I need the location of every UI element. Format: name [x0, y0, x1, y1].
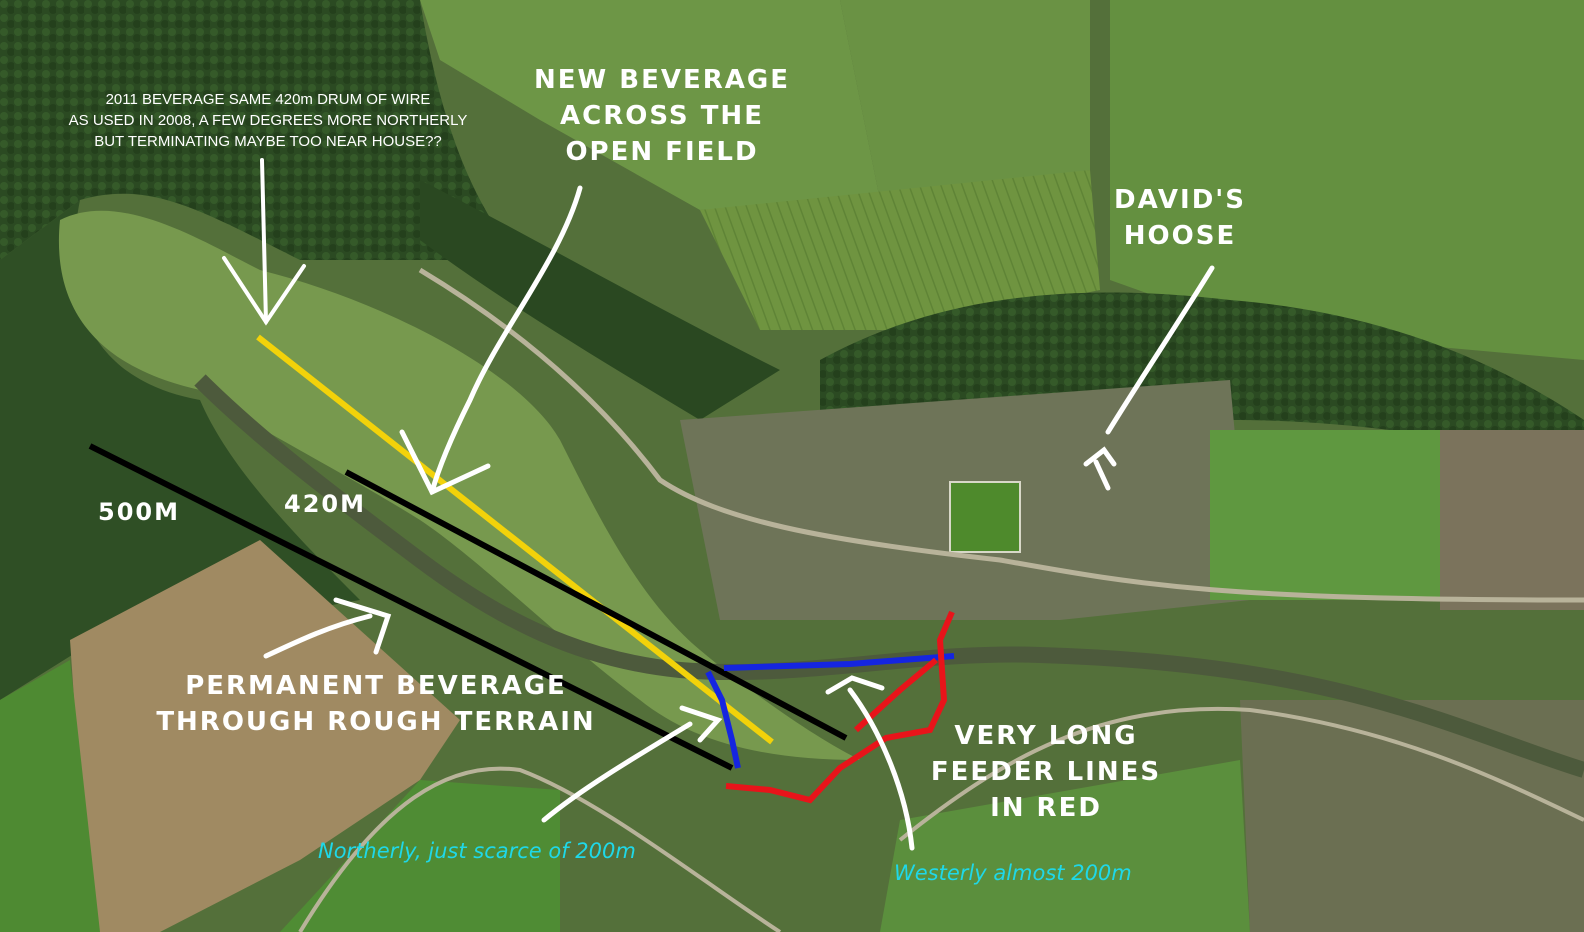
westerly-note: Westerly almost 200m — [894, 861, 1132, 885]
open-field — [58, 210, 860, 761]
blue-feeder-horizontal — [723, 653, 955, 671]
bowling-green — [949, 481, 1021, 553]
note-2011-line-1: 2011 BEVERAGE SAME 420m DRUM OF WIRE — [106, 91, 431, 108]
note-2011-line-2: AS USED IN 2008, A FEW DEGREES MORE NORT… — [69, 112, 468, 129]
permanent-beverage-line-2: THROUGH ROUGH TERRAIN — [156, 707, 595, 737]
main-road — [418, 267, 1584, 603]
field-east — [1210, 430, 1440, 600]
field-green-s — [280, 780, 560, 932]
arrow-westerly — [825, 675, 915, 851]
note-2011-line-3: BUT TERMINATING MAYBE TOO NEAR HOUSE?? — [94, 133, 442, 150]
arrow-northerly — [541, 705, 723, 823]
feeder-lines-line-2: FEEDER LINES — [931, 757, 1161, 787]
arrow-new-beverage — [399, 185, 583, 496]
field-north-mid — [840, 0, 1090, 200]
field-green-sw — [0, 660, 100, 932]
woodland-ridge — [820, 292, 1584, 470]
label-500m: 500M — [98, 498, 180, 526]
south-road — [298, 766, 782, 932]
davids-hoose-line-1: DAVID'S — [1114, 185, 1246, 215]
field-ploughed-sw — [70, 540, 460, 932]
arrow-permanent — [263, 597, 392, 659]
field-se — [880, 760, 1250, 932]
davids-hoose-line-2: HOOSE — [1124, 221, 1236, 251]
field-north-center — [420, 0, 880, 210]
red-feeder-line — [725, 610, 955, 804]
black-beverage-wire-500m — [88, 443, 734, 771]
red-feeder-line-2 — [853, 657, 938, 733]
northerly-note: Northerly, just scarce of 200m — [318, 839, 636, 863]
black-beverage-wire-420m — [344, 469, 848, 741]
permanent-beverage-line-1: PERMANENT BEVERAGE — [185, 671, 567, 701]
new-beverage-line-1: NEW BEVERAGE — [534, 65, 790, 95]
new-beverage-line-3: OPEN FIELD — [565, 137, 758, 167]
village-se — [1240, 700, 1584, 932]
woodland-river — [420, 180, 780, 420]
feeder-lines-line-3: IN RED — [990, 793, 1102, 823]
feeder-lines-line-1: VERY LONG — [954, 721, 1137, 751]
village-east — [1440, 430, 1584, 610]
new-beverage-line-2: ACROSS THE — [560, 101, 764, 131]
blue-feeder-line — [705, 670, 741, 769]
woodland-west — [0, 0, 520, 260]
arrow-2011 — [222, 158, 306, 326]
arrow-davids-hoose — [1083, 265, 1215, 491]
east-road — [898, 707, 1584, 842]
field-north-east — [1110, 0, 1584, 360]
label-420m: 420M — [284, 490, 366, 518]
yellow-beverage-wire — [256, 334, 774, 745]
field-ploughed — [700, 170, 1100, 330]
